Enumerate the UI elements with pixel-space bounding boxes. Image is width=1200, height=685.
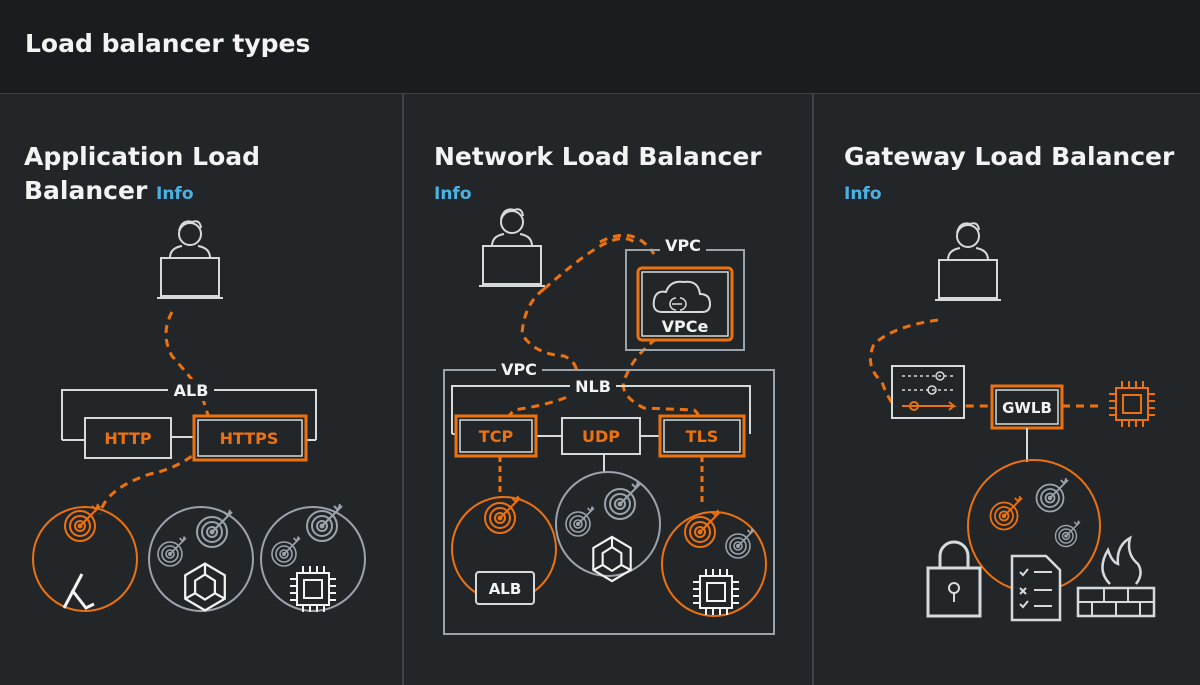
gwlb-diagram: GWLB [868, 222, 1156, 622]
nlb-label: NLB [575, 377, 611, 396]
container-icon [184, 562, 226, 612]
info-link[interactable]: Info [844, 184, 882, 204]
page-title: Load balancer types [25, 29, 311, 58]
vpc-label: VPC [501, 360, 537, 379]
vpce-box [636, 266, 734, 342]
lock-icon [926, 540, 982, 618]
target-icon [271, 535, 301, 567]
info-link[interactable]: Info [434, 184, 472, 204]
tls-box [658, 414, 746, 458]
gwlb-label: GWLB [1002, 399, 1052, 417]
firewall-icon [1076, 535, 1156, 618]
target-icon [196, 509, 233, 548]
https-label: HTTPS [220, 429, 279, 448]
tls-label: TLS [686, 427, 719, 446]
target-icon [989, 495, 1023, 531]
user-laptop-icon [478, 208, 546, 287]
target-icon [306, 503, 343, 542]
nlb-diagram: VPC VPCe VPC NLB TCP UDP TLS ALB [443, 208, 775, 635]
user-laptop-icon [156, 220, 224, 299]
card-title-text: Network Load Balancer [434, 142, 762, 171]
traffic-path [98, 311, 216, 515]
instance-target-group [661, 511, 767, 617]
info-link[interactable]: Info [156, 184, 194, 204]
container-target-group [555, 471, 661, 577]
udp-box [561, 417, 641, 455]
target-icon [1054, 519, 1081, 548]
user-laptop-icon [934, 222, 1002, 301]
target-icon [1035, 477, 1069, 513]
target-icon [157, 535, 187, 567]
tcp-box [454, 414, 538, 458]
checklist-icon [1010, 554, 1062, 622]
udp-label: UDP [582, 427, 620, 446]
https-box [192, 414, 308, 462]
card-title-line2: Balancer [24, 176, 148, 205]
traffic-path [500, 287, 579, 425]
vpc-top-label: VPC [665, 236, 701, 255]
alb-label: ALB [489, 580, 522, 598]
vpce-label: VPCe [662, 317, 709, 336]
target-icon [725, 527, 755, 559]
cloud-link-icon [652, 280, 712, 313]
container-icon [592, 535, 632, 583]
container-target-group [148, 506, 254, 612]
card-title: Network Load Balancer Info [434, 140, 762, 211]
alb-label: ALB [174, 381, 209, 400]
target-icon [604, 481, 641, 520]
chip-icon [289, 565, 337, 613]
vpc-box [443, 369, 775, 635]
alb-diagram: ALB HTTP HTTPS [32, 220, 366, 613]
card-title-text: Gateway Load Balancer [844, 142, 1175, 171]
http-label: HTTP [104, 429, 152, 448]
card-application-load-balancer[interactable]: Application Load Balancer Info ALB HTTP … [0, 94, 402, 685]
target-icon [684, 509, 721, 548]
tcp-label: TCP [479, 427, 514, 446]
target-icon [484, 495, 521, 534]
chip-icon [692, 568, 740, 616]
instance-target-group [260, 506, 366, 612]
page-header: Load balancer types [0, 0, 1200, 94]
card-title: Gateway Load Balancer Info [844, 140, 1174, 211]
lambda-target-group [32, 506, 138, 612]
lambda-icon [62, 573, 95, 610]
target-icon [565, 505, 595, 537]
chip-icon [1108, 380, 1156, 428]
alb-box [475, 571, 535, 605]
card-network-load-balancer[interactable]: Network Load Balancer Info VPC VPCe VPC … [402, 94, 812, 685]
http-box [84, 417, 172, 459]
card-title-line1: Application Load [24, 142, 261, 171]
traffic-path [868, 318, 992, 408]
card-gateway-load-balancer[interactable]: Gateway Load Balancer Info GWLB [812, 94, 1200, 685]
card-title: Application Load Balancer Info [24, 140, 260, 211]
